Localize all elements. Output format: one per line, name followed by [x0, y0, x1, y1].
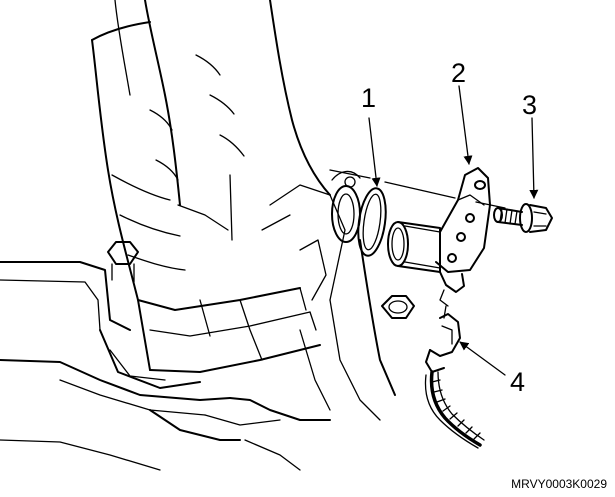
leader-4	[459, 341, 506, 376]
harness-connector	[424, 305, 485, 449]
callout-1-label: 1	[361, 83, 376, 113]
callout-4-label: 4	[510, 367, 525, 397]
housing-bolt-left	[107, 241, 139, 283]
transmission-housing	[0, 0, 415, 471]
speed-sensor	[387, 167, 491, 307]
leader-3	[529, 117, 539, 199]
mounting-bolt	[493, 203, 553, 233]
callout-3-label: 3	[522, 90, 537, 120]
callout-leaders	[368, 85, 539, 376]
housing-bolt-right	[381, 295, 415, 319]
leader-2	[458, 85, 473, 165]
leader-1	[368, 117, 381, 187]
figure-code: MRVY0003K0029	[511, 477, 607, 491]
o-ring	[357, 187, 387, 257]
callout-2-label: 2	[451, 58, 466, 88]
